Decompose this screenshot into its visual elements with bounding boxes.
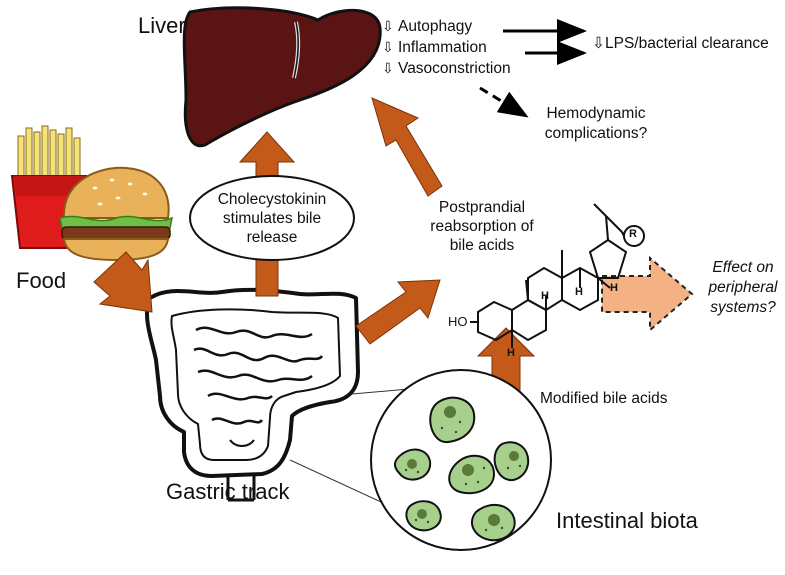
cholecystokinin-label: Cholecystokinin stimulates bile release [217, 191, 327, 246]
down-arrow-icon: ⇩ [382, 39, 394, 55]
liver-effect-inflammation: ⇩Inflammation [382, 39, 487, 56]
bile-acid-molecule [470, 203, 645, 348]
modified-bile-acids-label: Modified bile acids [540, 390, 668, 407]
molecule-ho-label: HO [448, 314, 468, 329]
liver-illustration [182, 6, 382, 148]
food-label: Food [16, 268, 67, 293]
down-arrow-icon: ⇩ [592, 35, 605, 52]
liver-effect-autophagy: ⇩Autophagy [382, 18, 473, 35]
molecule-h-label: H [507, 347, 515, 359]
liver-effects-list: ⇩Autophagy ⇩Inflammation ⇩Vasoconstricti… [382, 16, 542, 79]
reabsorption-label: Postprandial reabsorption of bile acids [430, 199, 534, 254]
arrow-gastric-to-reabsorption [355, 279, 441, 345]
gastric-track-label: Gastric track [166, 479, 290, 504]
molecule-r-label: R [629, 228, 637, 240]
molecule-h-label: H [541, 290, 549, 302]
liver-label: Liver [138, 13, 186, 38]
intestinal-biota-illustration [289, 369, 552, 551]
arrow-reabsorption-to-liver [371, 97, 443, 197]
arrow-food-to-gastric [93, 251, 153, 313]
down-arrow-icon: ⇩ [382, 18, 394, 34]
effect-arrows [479, 19, 587, 118]
molecule-h-label: H [575, 286, 583, 298]
intestinal-biota-label: Intestinal biota [556, 508, 698, 533]
arrow-effect-peripheral [601, 255, 694, 333]
hemodynamic-label: Hemodynamic complications? [544, 105, 648, 142]
liver-effect-vasoconstriction: ⇩Vasoconstriction [382, 60, 511, 77]
gastric-track-illustration [145, 287, 360, 502]
effect-peripheral-label: Effect on peripheral systems? [708, 259, 778, 316]
lps-clearance-label: ⇩LPS/bacterial clearance [592, 35, 769, 52]
food-illustration [10, 125, 174, 262]
down-arrow-icon: ⇩ [382, 60, 394, 76]
cholecystokinin-ellipse [189, 175, 355, 261]
molecule-h-label: H [610, 282, 618, 294]
burger-icon [59, 166, 174, 262]
